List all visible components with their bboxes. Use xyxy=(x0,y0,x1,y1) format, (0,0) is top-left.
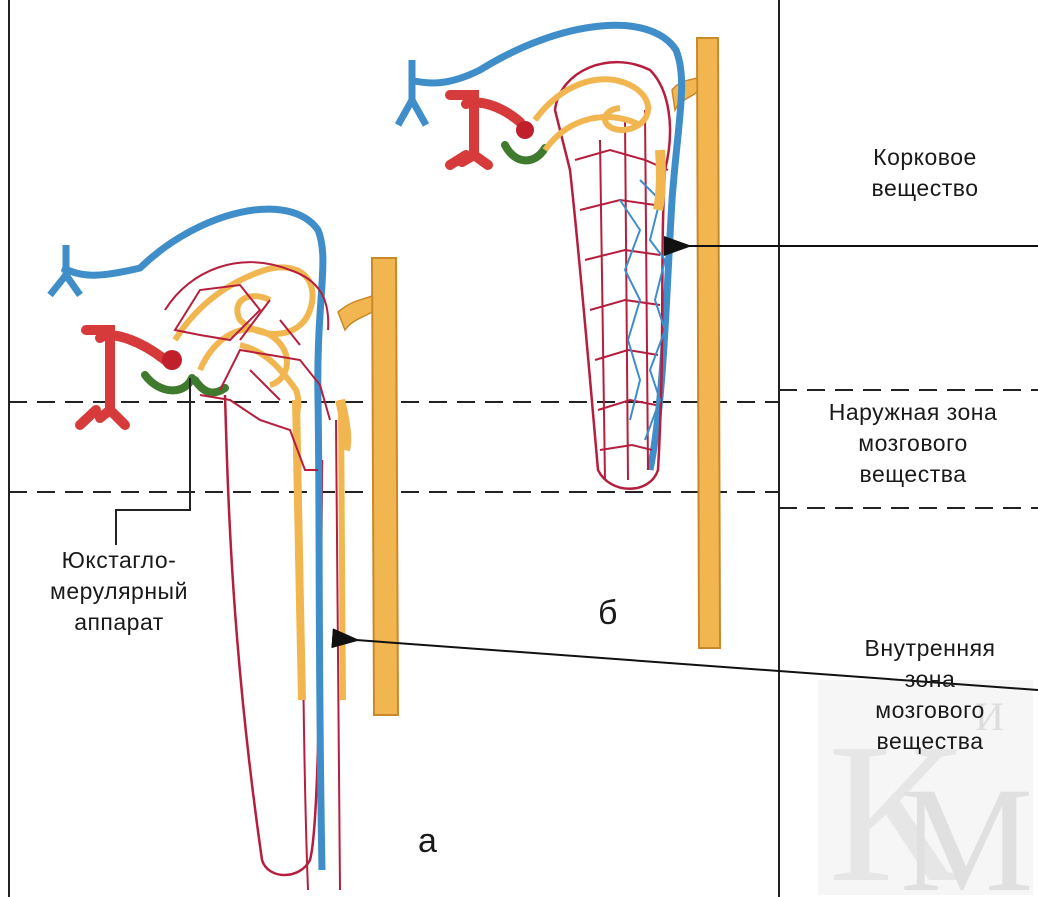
label-cortex: Корковое вещество xyxy=(835,142,1015,204)
svg-text:М: М xyxy=(900,757,1033,897)
vein-a xyxy=(62,209,323,870)
label-juxtaglomerular-line2: мерулярный xyxy=(28,576,210,607)
label-outer-medulla: Наружная зона мозгового вещества xyxy=(788,397,1038,490)
nephron-b xyxy=(398,25,720,648)
juxtaglomerular-a xyxy=(145,375,225,393)
label-nephron-a: а xyxy=(418,822,437,861)
label-inner-medulla: Внутренняя зона мозгового вещества xyxy=(830,633,1030,757)
label-cortex-line1: Корковое xyxy=(835,142,1015,173)
label-juxtaglomerular-line3: аппарат xyxy=(28,607,210,638)
label-inner-medulla-line1: Внутренняя xyxy=(830,633,1030,664)
juxtaglomerular-pointer xyxy=(116,378,190,545)
label-inner-medulla-line3: мозгового xyxy=(830,695,1030,726)
loop-of-henle-a xyxy=(296,400,302,700)
label-cortex-line2: вещество xyxy=(835,173,1015,204)
glomerulus-a xyxy=(162,350,182,370)
collecting-duct-b xyxy=(697,38,720,648)
label-inner-medulla-line4: вещества xyxy=(830,726,1030,757)
label-juxtaglomerular-line1: Юкстагло- xyxy=(28,545,210,576)
glomerulus-b xyxy=(516,121,534,139)
vasa-recta-a xyxy=(225,395,322,875)
label-outer-medulla-line3: вещества xyxy=(788,459,1038,490)
label-inner-medulla-line2: зона xyxy=(830,664,1030,695)
collecting-duct-a xyxy=(372,258,398,715)
label-outer-medulla-line1: Наружная зона xyxy=(788,397,1038,428)
label-juxtaglomerular: Юкстагло- мерулярный аппарат xyxy=(28,545,210,638)
juxtaglomerular-b xyxy=(505,145,545,160)
label-outer-medulla-line2: мозгового xyxy=(788,428,1038,459)
label-nephron-b: б xyxy=(598,594,617,633)
